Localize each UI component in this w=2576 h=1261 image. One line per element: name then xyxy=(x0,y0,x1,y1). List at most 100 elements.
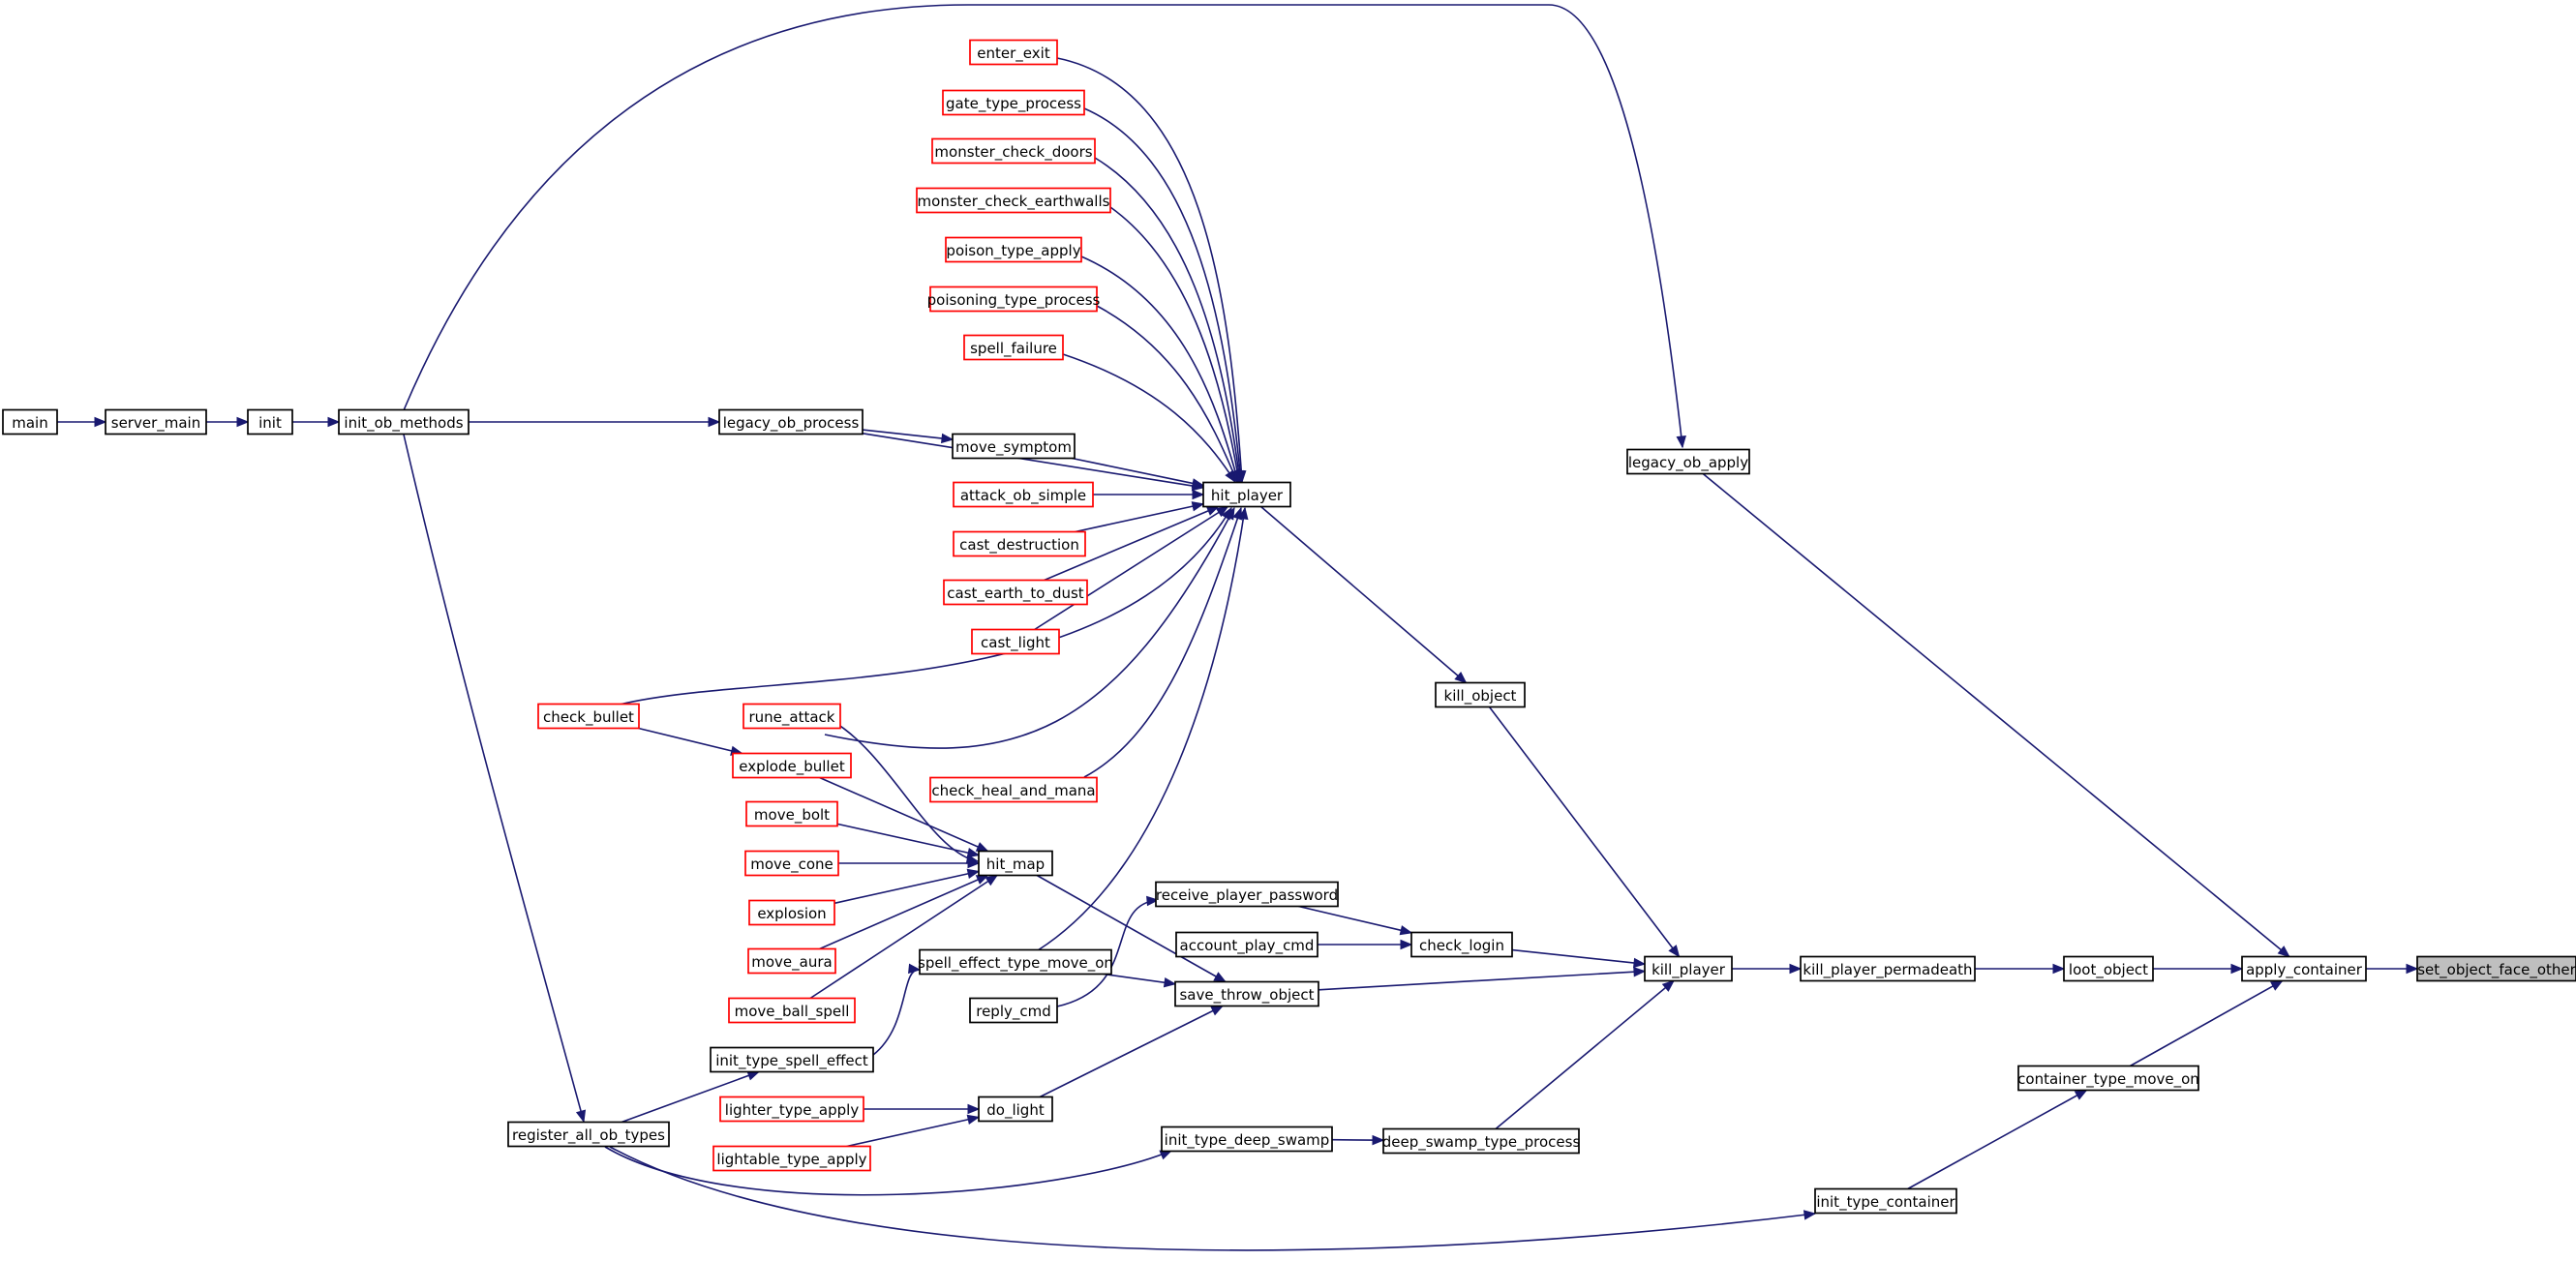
node-move_aura[interactable]: move_aura xyxy=(747,947,836,975)
node-box[interactable] xyxy=(1155,881,1339,908)
node-box[interactable] xyxy=(719,1096,864,1123)
node-box[interactable] xyxy=(2017,1065,2199,1092)
node-lightable_type_apply[interactable]: lightable_type_apply xyxy=(712,1145,871,1172)
node-init_type_container[interactable]: init_type_container xyxy=(1814,1187,1957,1215)
node-server_main[interactable]: server_main xyxy=(105,408,207,435)
node-box[interactable] xyxy=(978,850,1053,877)
node-move_cone[interactable]: move_cone xyxy=(744,850,839,877)
node-check_login[interactable]: check_login xyxy=(1410,931,1513,958)
node-explode_bullet[interactable]: explode_bullet xyxy=(732,752,852,779)
node-box[interactable] xyxy=(978,1096,1053,1123)
node-register_all_ob_types[interactable]: register_all_ob_types xyxy=(507,1121,670,1148)
node-box[interactable] xyxy=(507,1121,670,1148)
node-spell_failure[interactable]: spell_failure xyxy=(963,334,1064,361)
node-box[interactable] xyxy=(1382,1127,1580,1155)
node-box[interactable] xyxy=(945,236,1082,263)
node-apply_container[interactable]: apply_container xyxy=(2241,955,2367,982)
node-init_type_spell_effect[interactable]: init_type_spell_effect xyxy=(710,1046,874,1073)
node-account_play_cmd[interactable]: account_play_cmd xyxy=(1175,931,1318,958)
node-box[interactable] xyxy=(916,187,1111,214)
node-box[interactable] xyxy=(1435,681,1526,708)
node-container_type_move_on[interactable]: container_type_move_on xyxy=(2017,1065,2199,1092)
node-box[interactable] xyxy=(971,628,1060,655)
node-set_object_face_other[interactable]: set_object_face_other xyxy=(2416,955,2576,982)
node-move_ball_spell[interactable]: move_ball_spell xyxy=(728,997,856,1024)
node-box[interactable] xyxy=(969,39,1058,66)
node-monster_check_earthwalls[interactable]: monster_check_earthwalls xyxy=(916,187,1111,214)
node-box[interactable] xyxy=(247,408,293,435)
node-reply_cmd[interactable]: reply_cmd xyxy=(969,997,1058,1024)
node-enter_exit[interactable]: enter_exit xyxy=(969,39,1058,66)
node-box[interactable] xyxy=(2063,955,2154,982)
node-box[interactable] xyxy=(952,433,1076,460)
node-box[interactable] xyxy=(929,285,1098,313)
node-do_light[interactable]: do_light xyxy=(978,1096,1053,1123)
node-save_throw_object[interactable]: save_throw_object xyxy=(1174,980,1319,1007)
node-box[interactable] xyxy=(1644,955,1733,982)
node-init[interactable]: init xyxy=(247,408,293,435)
node-spell_effect_type_move_on[interactable]: spell_effect_type_move_on xyxy=(918,948,1113,976)
node-kill_player[interactable]: kill_player xyxy=(1644,955,1733,982)
node-hit_player[interactable]: hit_player xyxy=(1202,481,1291,508)
node-box[interactable] xyxy=(732,752,852,779)
node-init_type_deep_swamp[interactable]: init_type_deep_swamp xyxy=(1161,1126,1333,1153)
node-legacy_ob_process[interactable]: legacy_ob_process xyxy=(718,408,864,435)
node-box[interactable] xyxy=(1814,1187,1957,1215)
node-box[interactable] xyxy=(747,947,836,975)
node-poison_type_apply[interactable]: poison_type_apply xyxy=(945,236,1082,263)
node-init_ob_methods[interactable]: init_ob_methods xyxy=(338,408,470,435)
node-check_bullet[interactable]: check_bullet xyxy=(537,703,640,730)
node-check_heal_and_mana[interactable]: check_heal_and_mana xyxy=(929,776,1098,803)
node-box[interactable] xyxy=(963,334,1064,361)
node-deep_swamp_type_process[interactable]: deep_swamp_type_process xyxy=(1382,1127,1581,1155)
node-gate_type_process[interactable]: gate_type_process xyxy=(942,89,1085,116)
node-legacy_ob_apply[interactable]: legacy_ob_apply xyxy=(1626,448,1750,475)
node-box[interactable] xyxy=(748,899,835,926)
node-box[interactable] xyxy=(537,703,640,730)
node-box[interactable] xyxy=(2241,955,2367,982)
node-cast_light[interactable]: cast_light xyxy=(971,628,1060,655)
node-kill_player_permadeath[interactable]: kill_player_permadeath xyxy=(1800,955,1976,982)
node-move_bolt[interactable]: move_bolt xyxy=(745,800,838,827)
node-box[interactable] xyxy=(710,1046,874,1073)
node-box[interactable] xyxy=(338,408,470,435)
node-box[interactable] xyxy=(105,408,207,435)
node-box[interactable] xyxy=(1175,931,1318,958)
node-box[interactable] xyxy=(953,530,1086,557)
node-box[interactable] xyxy=(718,408,864,435)
node-box[interactable] xyxy=(728,997,856,1024)
node-box[interactable] xyxy=(929,776,1098,803)
node-explosion[interactable]: explosion xyxy=(748,899,835,926)
node-box[interactable] xyxy=(744,850,839,877)
node-rune_attack[interactable]: rune_attack xyxy=(742,703,841,730)
node-box[interactable] xyxy=(1626,448,1750,475)
node-box[interactable] xyxy=(2416,955,2576,982)
node-box[interactable] xyxy=(919,948,1112,976)
node-box[interactable] xyxy=(931,137,1096,165)
node-box[interactable] xyxy=(969,997,1058,1024)
node-box[interactable] xyxy=(1800,955,1976,982)
node-box[interactable] xyxy=(1174,980,1319,1007)
node-box[interactable] xyxy=(2,408,58,435)
node-box[interactable] xyxy=(943,579,1088,606)
node-box[interactable] xyxy=(942,89,1085,116)
node-cast_destruction[interactable]: cast_destruction xyxy=(953,530,1086,557)
node-cast_earth_to_dust[interactable]: cast_earth_to_dust xyxy=(943,579,1088,606)
node-box[interactable] xyxy=(1161,1126,1333,1153)
node-box[interactable] xyxy=(742,703,841,730)
node-main[interactable]: main xyxy=(2,408,58,435)
node-kill_object[interactable]: kill_object xyxy=(1435,681,1526,708)
node-box[interactable] xyxy=(953,481,1094,508)
node-box[interactable] xyxy=(1202,481,1291,508)
node-box[interactable] xyxy=(1410,931,1513,958)
node-receive_player_password[interactable]: receive_player_password xyxy=(1155,881,1339,908)
node-move_symptom[interactable]: move_symptom xyxy=(952,433,1076,460)
node-poisoning_type_process[interactable]: poisoning_type_process xyxy=(927,285,1101,313)
node-attack_ob_simple[interactable]: attack_ob_simple xyxy=(953,481,1094,508)
node-monster_check_doors[interactable]: monster_check_doors xyxy=(931,137,1096,165)
node-box[interactable] xyxy=(745,800,838,827)
node-loot_object[interactable]: loot_object xyxy=(2063,955,2154,982)
node-hit_map[interactable]: hit_map xyxy=(978,850,1053,877)
node-box[interactable] xyxy=(712,1145,871,1172)
node-lighter_type_apply[interactable]: lighter_type_apply xyxy=(719,1096,864,1123)
